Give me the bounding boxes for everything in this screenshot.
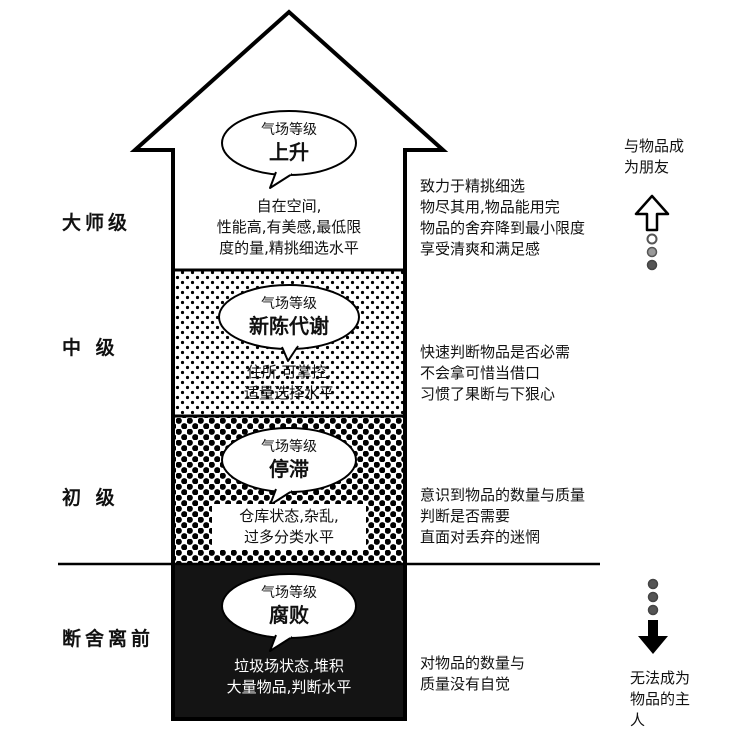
bubble-before-small: 气场等级 <box>261 585 317 601</box>
desc-mid-line: 快速判断物品是否必需 <box>420 343 571 361</box>
solid-down-arrow-icon <box>638 578 668 654</box>
bubble-mid-small: 气场等级 <box>261 296 317 312</box>
side-bottom-line: 无法成为 <box>630 669 691 687</box>
status-before-line: 垃圾场状态,堆积 <box>234 657 344 675</box>
desc-before-line: 对物品的数量与 <box>420 654 526 672</box>
desc-beginner-line: 意识到物品的数量与质量 <box>420 486 586 504</box>
level-label-beginner: 初 级 <box>62 487 119 509</box>
desc-mid: 快速判断物品是否必需 不会拿可惜当借口 习惯了果断与下狠心 <box>420 342 620 405</box>
status-master: 自在空间, 性能高,有美感,最低限 度的量,精挑细选水平 <box>180 196 398 259</box>
level-label-mid: 中 级 <box>62 337 119 359</box>
bubble-beginner-small: 气场等级 <box>261 439 317 455</box>
desc-master-line: 物尽其用,物品能用完 <box>420 198 560 216</box>
desc-mid-line: 不会拿可惜当借口 <box>420 364 541 382</box>
desc-master-line: 物品的舍弃降到最小限度 <box>420 219 586 237</box>
desc-mid-line: 习惯了果断与下狠心 <box>420 385 556 403</box>
side-bottom-line: 人 <box>630 711 646 729</box>
status-mid-line: 适量选择水平 <box>243 384 334 402</box>
bubble-mid-big: 新陈代谢 <box>249 314 329 338</box>
desc-before-line: 质量没有自觉 <box>420 675 511 693</box>
bubble-beginner-text: 气场等级 停滞 <box>229 438 349 482</box>
bubble-before-big: 腐败 <box>269 603 309 627</box>
desc-master-line: 享受清爽和满足感 <box>420 240 541 258</box>
bubble-mid <box>218 284 360 362</box>
side-bottom-text: 无法成为 物品的主 人 <box>630 668 690 731</box>
side-bottom-line: 物品的主 <box>630 690 691 708</box>
status-beginner: 仓库状态,杂乱, 过多分类水平 <box>212 504 366 550</box>
bubble-master-big: 上升 <box>269 140 309 164</box>
desc-before: 对物品的数量与 质量没有自觉 <box>420 653 620 695</box>
side-top-text: 与物品成 为朋友 <box>624 136 684 178</box>
desc-beginner-line: 直面对丢弃的迷惘 <box>420 528 541 546</box>
side-top-line: 为朋友 <box>624 158 670 176</box>
status-master-line: 性能高,有美感,最低限 <box>216 218 362 236</box>
hollow-up-arrow-icon <box>634 194 670 271</box>
status-mid-line: 住所,可掌控, <box>246 363 332 381</box>
bubble-master <box>221 110 357 189</box>
desc-beginner: 意识到物品的数量与质量 判断是否需要 直面对丢弃的迷惘 <box>420 485 620 548</box>
status-before-line: 大量物品,判断水平 <box>226 678 352 696</box>
level-label-before: 断舍离前 <box>62 628 155 650</box>
status-master-line: 度的量,精挑细选水平 <box>219 239 359 257</box>
bubble-before <box>221 573 357 652</box>
bubble-mid-text: 气场等级 新陈代谢 <box>219 295 359 339</box>
level-label-master: 大师级 <box>62 212 132 234</box>
bubble-beginner-big: 停滞 <box>269 457 309 481</box>
bubble-master-text: 气场等级 上升 <box>229 121 349 165</box>
status-before: 垃圾场状态,堆积 大量物品,判断水平 <box>190 656 388 698</box>
bubble-before-text: 气场等级 腐败 <box>229 584 349 628</box>
desc-beginner-line: 判断是否需要 <box>420 507 511 525</box>
status-beginner-line: 过多分类水平 <box>243 528 334 546</box>
status-mid: 住所,可掌控, 适量选择水平 <box>200 362 378 404</box>
desc-master: 致力于精挑细选 物尽其用,物品能用完 物品的舍弃降到最小限度 享受清爽和满足感 <box>420 176 620 260</box>
status-master-line: 自在空间, <box>256 197 322 215</box>
bubble-master-small: 气场等级 <box>261 122 317 138</box>
status-beginner-line: 仓库状态,杂乱, <box>239 507 339 525</box>
side-top-line: 与物品成 <box>624 137 685 155</box>
desc-master-line: 致力于精挑细选 <box>420 177 526 195</box>
big-up-arrow-outline <box>129 9 449 721</box>
